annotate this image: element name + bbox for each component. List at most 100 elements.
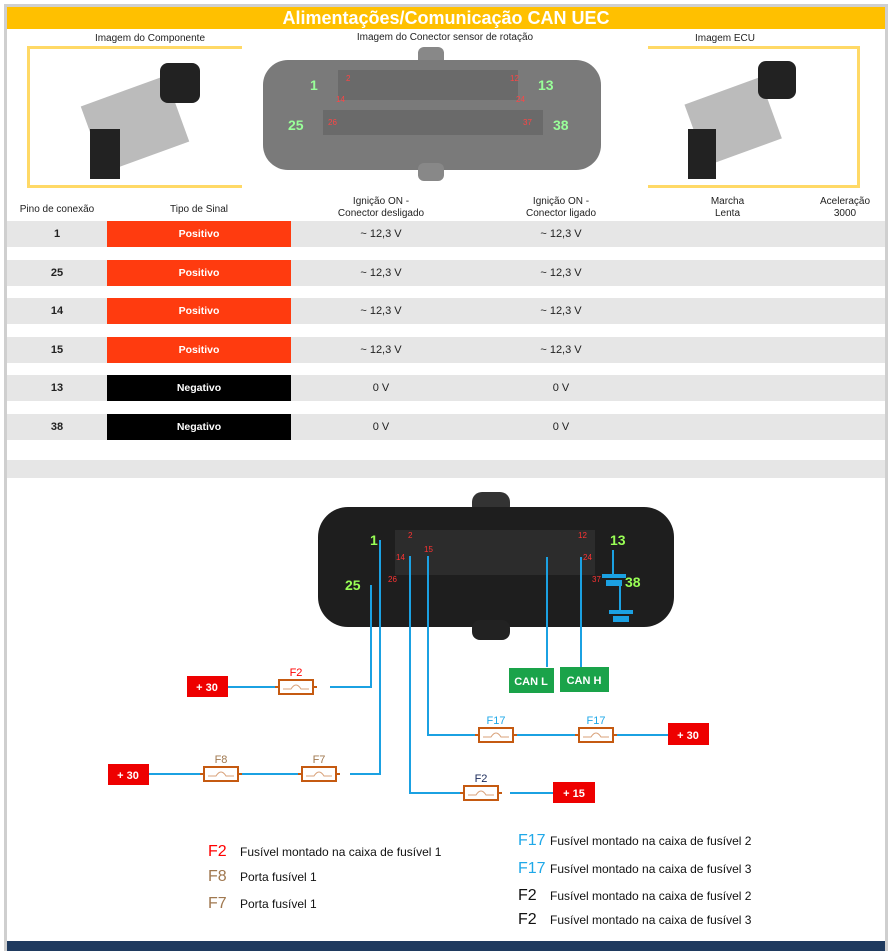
- supply-label: + 30: [196, 682, 218, 694]
- table-row: 13 Negativo 0 V 0 V: [7, 375, 885, 401]
- fuse-icon: F8: [200, 754, 242, 782]
- pin-24-label: 24: [583, 553, 592, 562]
- pin-number: 14: [50, 305, 64, 317]
- fuse-icon: F2: [275, 667, 317, 695]
- header-idle: Marcha Lenta: [710, 196, 745, 219]
- signal-type-badge: Positivo: [107, 336, 291, 363]
- legend-code: F17: [518, 860, 546, 877]
- abs-module-picture: [80, 63, 200, 179]
- pin-15-label: 15: [424, 545, 433, 554]
- voltage-disconnected: ~ 12,3 V: [360, 228, 402, 240]
- table-row: 1 Positivo ~ 12,3 V ~ 12,3 V: [7, 221, 885, 247]
- voltage-disconnected: ~ 12,3 V: [360, 305, 402, 317]
- fuse-label: F7: [313, 754, 326, 766]
- fuse-label: F17: [487, 715, 506, 727]
- can-l-label: CAN L: [514, 676, 548, 688]
- pin-25-label: 25: [345, 577, 361, 593]
- signal-type-badge: Positivo: [107, 259, 291, 286]
- connector-picture: 1 13 25 38 2 12 14 24 26 37: [263, 47, 601, 181]
- supply-box: [668, 723, 709, 745]
- pin-number: 38: [50, 420, 64, 433]
- pin-1-label: 1: [310, 77, 318, 93]
- pin-12-label: 12: [510, 74, 519, 83]
- pin-1-label: 1: [370, 532, 378, 548]
- signal-type-badge: Positivo: [107, 298, 291, 324]
- pin-24-label: 24: [516, 95, 525, 104]
- supply-box: [108, 764, 149, 785]
- pin-38-label: 38: [625, 574, 641, 590]
- header-pin: Pino de conexão: [19, 204, 95, 215]
- pin-26-label: 26: [388, 575, 397, 584]
- can-h-label-box: [560, 667, 609, 692]
- pin-number: 15: [50, 343, 64, 356]
- page-title: Alimentações/Comunicação CAN UEC: [7, 7, 885, 29]
- pin-37-label: 37: [592, 575, 601, 584]
- legend-code: F2: [518, 911, 537, 928]
- supply-label: + 30: [677, 730, 699, 742]
- fuse-label: F2: [475, 773, 488, 785]
- pin-13-label: 13: [610, 532, 626, 548]
- header-ignition-disconnected: Ignição ON - Conector desligado: [337, 196, 425, 219]
- voltage-connected: 0 V: [552, 382, 570, 394]
- pin-14-label: 14: [396, 553, 405, 562]
- legend-text: Porta fusível 1: [240, 897, 317, 911]
- pin-25-label: 25: [288, 117, 304, 133]
- pin-number: 25: [50, 266, 64, 279]
- supply-label: + 30: [117, 770, 139, 782]
- pin-number: 13: [50, 382, 64, 394]
- supply-label: + 15: [563, 788, 585, 800]
- supply-box: [187, 676, 228, 697]
- legend-code: F7: [208, 895, 227, 912]
- pin-37-label: 37: [523, 118, 532, 127]
- pin-number: 1: [53, 228, 61, 240]
- pin-2-label: 2: [346, 74, 351, 83]
- legend-code: F2: [208, 843, 227, 860]
- supply-box: [553, 782, 595, 803]
- ecu-picture: [684, 61, 796, 179]
- voltage-connected: ~ 12,3 V: [540, 343, 582, 356]
- connector-image-caption: Imagem do Conector sensor de rotação: [356, 32, 534, 43]
- voltage-disconnected: 0 V: [372, 420, 390, 433]
- header-signal-type: Tipo de Sinal: [170, 204, 228, 215]
- can-l-label-box: [509, 668, 554, 693]
- table-row: 15 Positivo ~ 12,3 V ~ 12,3 V: [7, 336, 885, 363]
- signal-type-badge: Negativo: [107, 375, 291, 401]
- pin-12-label: 12: [578, 531, 587, 540]
- legend-item: F7 Porta fusível 1: [208, 895, 317, 913]
- wiring-diagram: 1 13 25 38 2 12 14 15 24 26 37 F2 F8 F7 …: [108, 492, 709, 803]
- voltage-disconnected: ~ 12,3 V: [360, 266, 402, 279]
- fuse-icon: F7: [298, 754, 340, 782]
- legend-item: F2 Fusível montado na caixa de fusível 3: [518, 911, 751, 929]
- legend-text: Fusível montado na caixa de fusível 3: [550, 913, 752, 927]
- pin-13-label: 13: [538, 77, 554, 93]
- ecu-image-caption: Imagem ECU: [694, 33, 755, 44]
- legend-code: F2: [518, 887, 537, 904]
- table-row: 25 Positivo ~ 12,3 V ~ 12,3 V: [7, 259, 885, 286]
- pin-26-label: 26: [328, 118, 337, 127]
- ecu-image: [648, 46, 860, 188]
- header-ignition-connected: Ignição ON - Conector ligado: [525, 196, 597, 219]
- voltage-connected: ~ 12,3 V: [540, 266, 582, 279]
- wires: [148, 540, 668, 794]
- component-image-caption: Imagem do Componente: [94, 33, 206, 44]
- legend-text: Fusível montado na caixa de fusível 2: [550, 889, 752, 903]
- fuse-icon: F17: [575, 715, 617, 743]
- signal-type-badge: Negativo: [107, 413, 291, 440]
- voltage-disconnected: ~ 12,3 V: [360, 343, 402, 356]
- table-row: 14 Positivo ~ 12,3 V ~ 12,3 V: [7, 298, 885, 324]
- header-acceleration: Aceleração 3000: [819, 196, 871, 219]
- legend-item: F8 Porta fusível 1: [208, 868, 317, 886]
- voltage-connected: ~ 12,3 V: [540, 305, 582, 317]
- pin-2-label: 2: [408, 531, 413, 540]
- page-frame: [4, 4, 888, 951]
- pin-38-label: 38: [553, 117, 569, 133]
- ground-icon: [602, 574, 633, 622]
- footer-bar: [7, 941, 885, 951]
- signal-type-badge: Positivo: [107, 221, 291, 247]
- voltage-connected: ~ 12,3 V: [540, 228, 582, 240]
- voltage-connected: 0 V: [552, 420, 570, 433]
- table-row: 38 Negativo 0 V 0 V: [7, 413, 885, 440]
- legend-text: Porta fusível 1: [240, 870, 317, 884]
- legend-code: F8: [208, 868, 227, 885]
